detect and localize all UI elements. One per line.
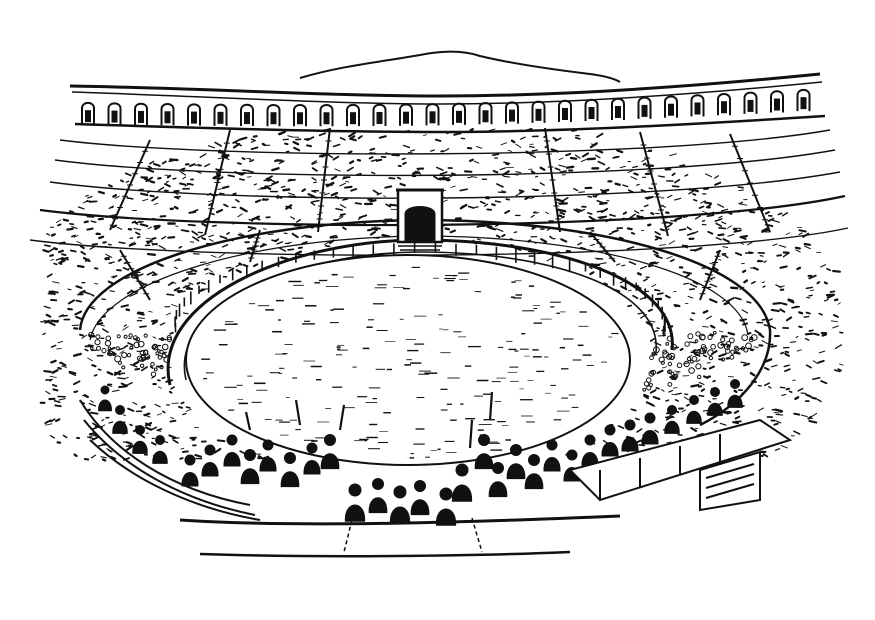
arena-floor (185, 254, 631, 466)
upper-arcade-wall (69, 72, 826, 134)
foreground-spectators (98, 379, 743, 526)
aisle-stairways (109, 127, 771, 301)
arena-gate-entrance (396, 188, 444, 251)
mountain-outline (299, 50, 621, 83)
left-foreground-seating (79, 399, 261, 521)
foreground-platform (179, 514, 621, 558)
right-steps-structure (568, 418, 793, 512)
